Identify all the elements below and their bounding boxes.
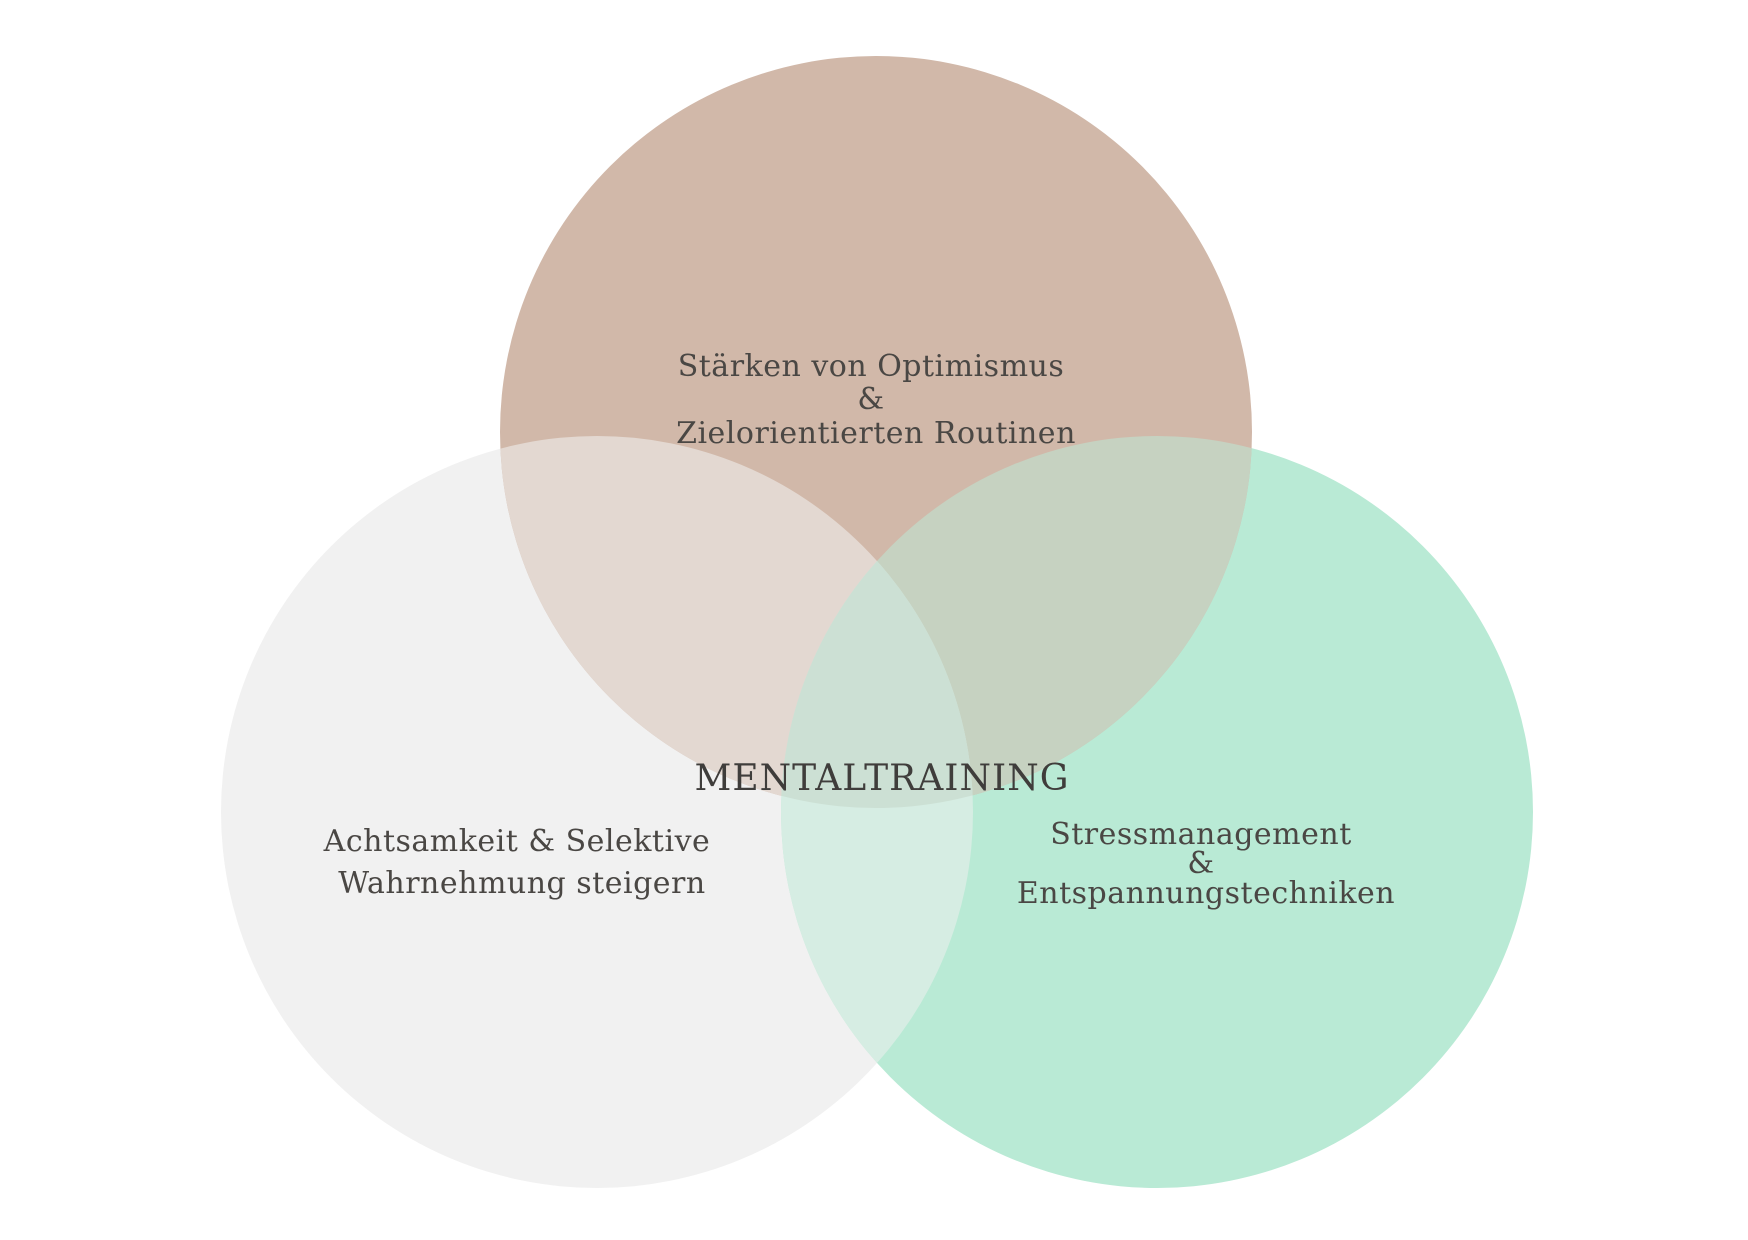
right-circle-label-line: Stressmanagement [1050, 817, 1352, 852]
venn-overlap-top-right [781, 436, 1252, 808]
top-circle-label-line: Stärken von Optimismus [678, 349, 1065, 384]
right-circle-label: Stressmanagement & Entspannungstechniken [1017, 817, 1395, 911]
right-circle-label-line: Entspannungstechniken [1017, 876, 1395, 911]
venn-overlap-top-left [500, 436, 973, 808]
right-circle-label-line: & [1187, 846, 1214, 881]
left-circle-label: Achtsamkeit & Selektive Wahrnehmung stei… [323, 824, 721, 901]
top-circle-label-line: Zielorientierten Routinen [676, 416, 1076, 451]
left-circle-label-line: Wahrnehmung steigern [338, 866, 705, 901]
top-circle-label: Stärken von Optimismus & Zielorientierte… [676, 349, 1076, 451]
left-circle-label-line: Achtsamkeit & Selektive [323, 824, 711, 859]
center-label: MENTALTRAINING [695, 758, 1070, 799]
top-circle-label-line: & [857, 382, 884, 417]
